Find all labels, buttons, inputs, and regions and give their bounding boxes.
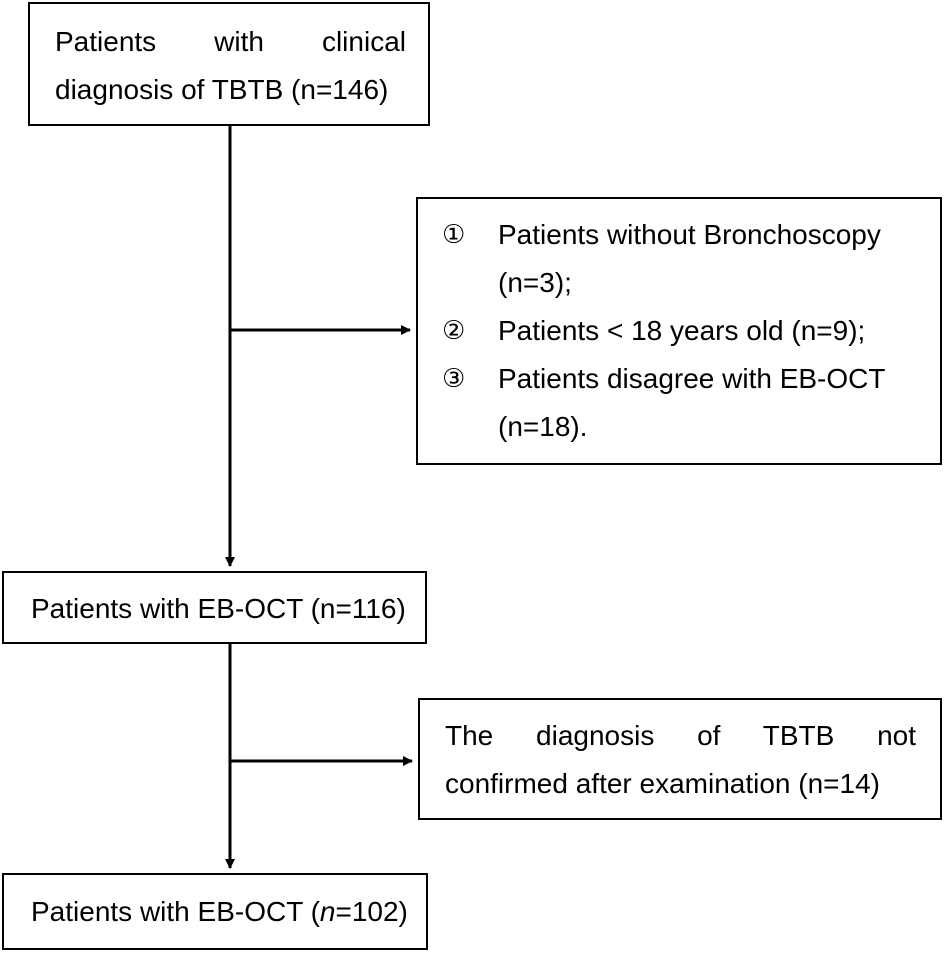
- item-marker: ①: [442, 220, 466, 250]
- exclusion-item-text: Patients disagree with EB-OCT: [498, 363, 886, 394]
- exclusion-item-text: Patients < 18 years old (n=9);: [498, 315, 866, 346]
- item-marker: ②: [442, 316, 466, 346]
- exclusion-item: ③ Patients disagree with EB-OCT (n=18).: [442, 355, 924, 451]
- eb-oct-patients-box: Patients with EB-OCT (n=116): [2, 571, 427, 644]
- initial-patients-line-2: diagnosis of TBTB (n=146): [55, 74, 389, 105]
- final-eb-oct-patients-box: Patients with EB-OCT (n=102): [2, 873, 428, 950]
- exclusion-item-text: (n=3);: [498, 267, 572, 298]
- unconfirmed-diagnosis-line-1: The diagnosis of TBTB not: [445, 720, 916, 751]
- initial-patients-line-1: Patients with clinical: [55, 26, 406, 57]
- initial-patients-box: Patients with clinical diagnosis of TBTB…: [28, 2, 430, 126]
- exclusion-criteria-box: ① Patients without Bronchoscopy (n=3); ②…: [416, 197, 942, 465]
- final-text-suffix: =102): [335, 896, 408, 927]
- eb-oct-patients-text: Patients with EB-OCT (n=116): [31, 593, 406, 624]
- exclusion-item: ① Patients without Bronchoscopy (n=3);: [442, 211, 924, 307]
- exclusion-item-text: (n=18).: [498, 411, 588, 442]
- exclusion-item-text: Patients without Bronchoscopy: [498, 219, 881, 250]
- item-marker: ③: [442, 364, 466, 394]
- final-eb-oct-patients-text: Patients with EB-OCT (n=102): [31, 888, 426, 936]
- final-text-prefix: Patients with EB-OCT (: [31, 896, 320, 927]
- unconfirmed-diagnosis-line-2: confirmed after examination (n=14): [445, 768, 880, 799]
- unconfirmed-diagnosis-box: The diagnosis of TBTB not confirmed afte…: [418, 698, 942, 820]
- exclusion-item: ② Patients < 18 years old (n=9);: [442, 307, 924, 355]
- n-symbol: n: [319, 896, 336, 927]
